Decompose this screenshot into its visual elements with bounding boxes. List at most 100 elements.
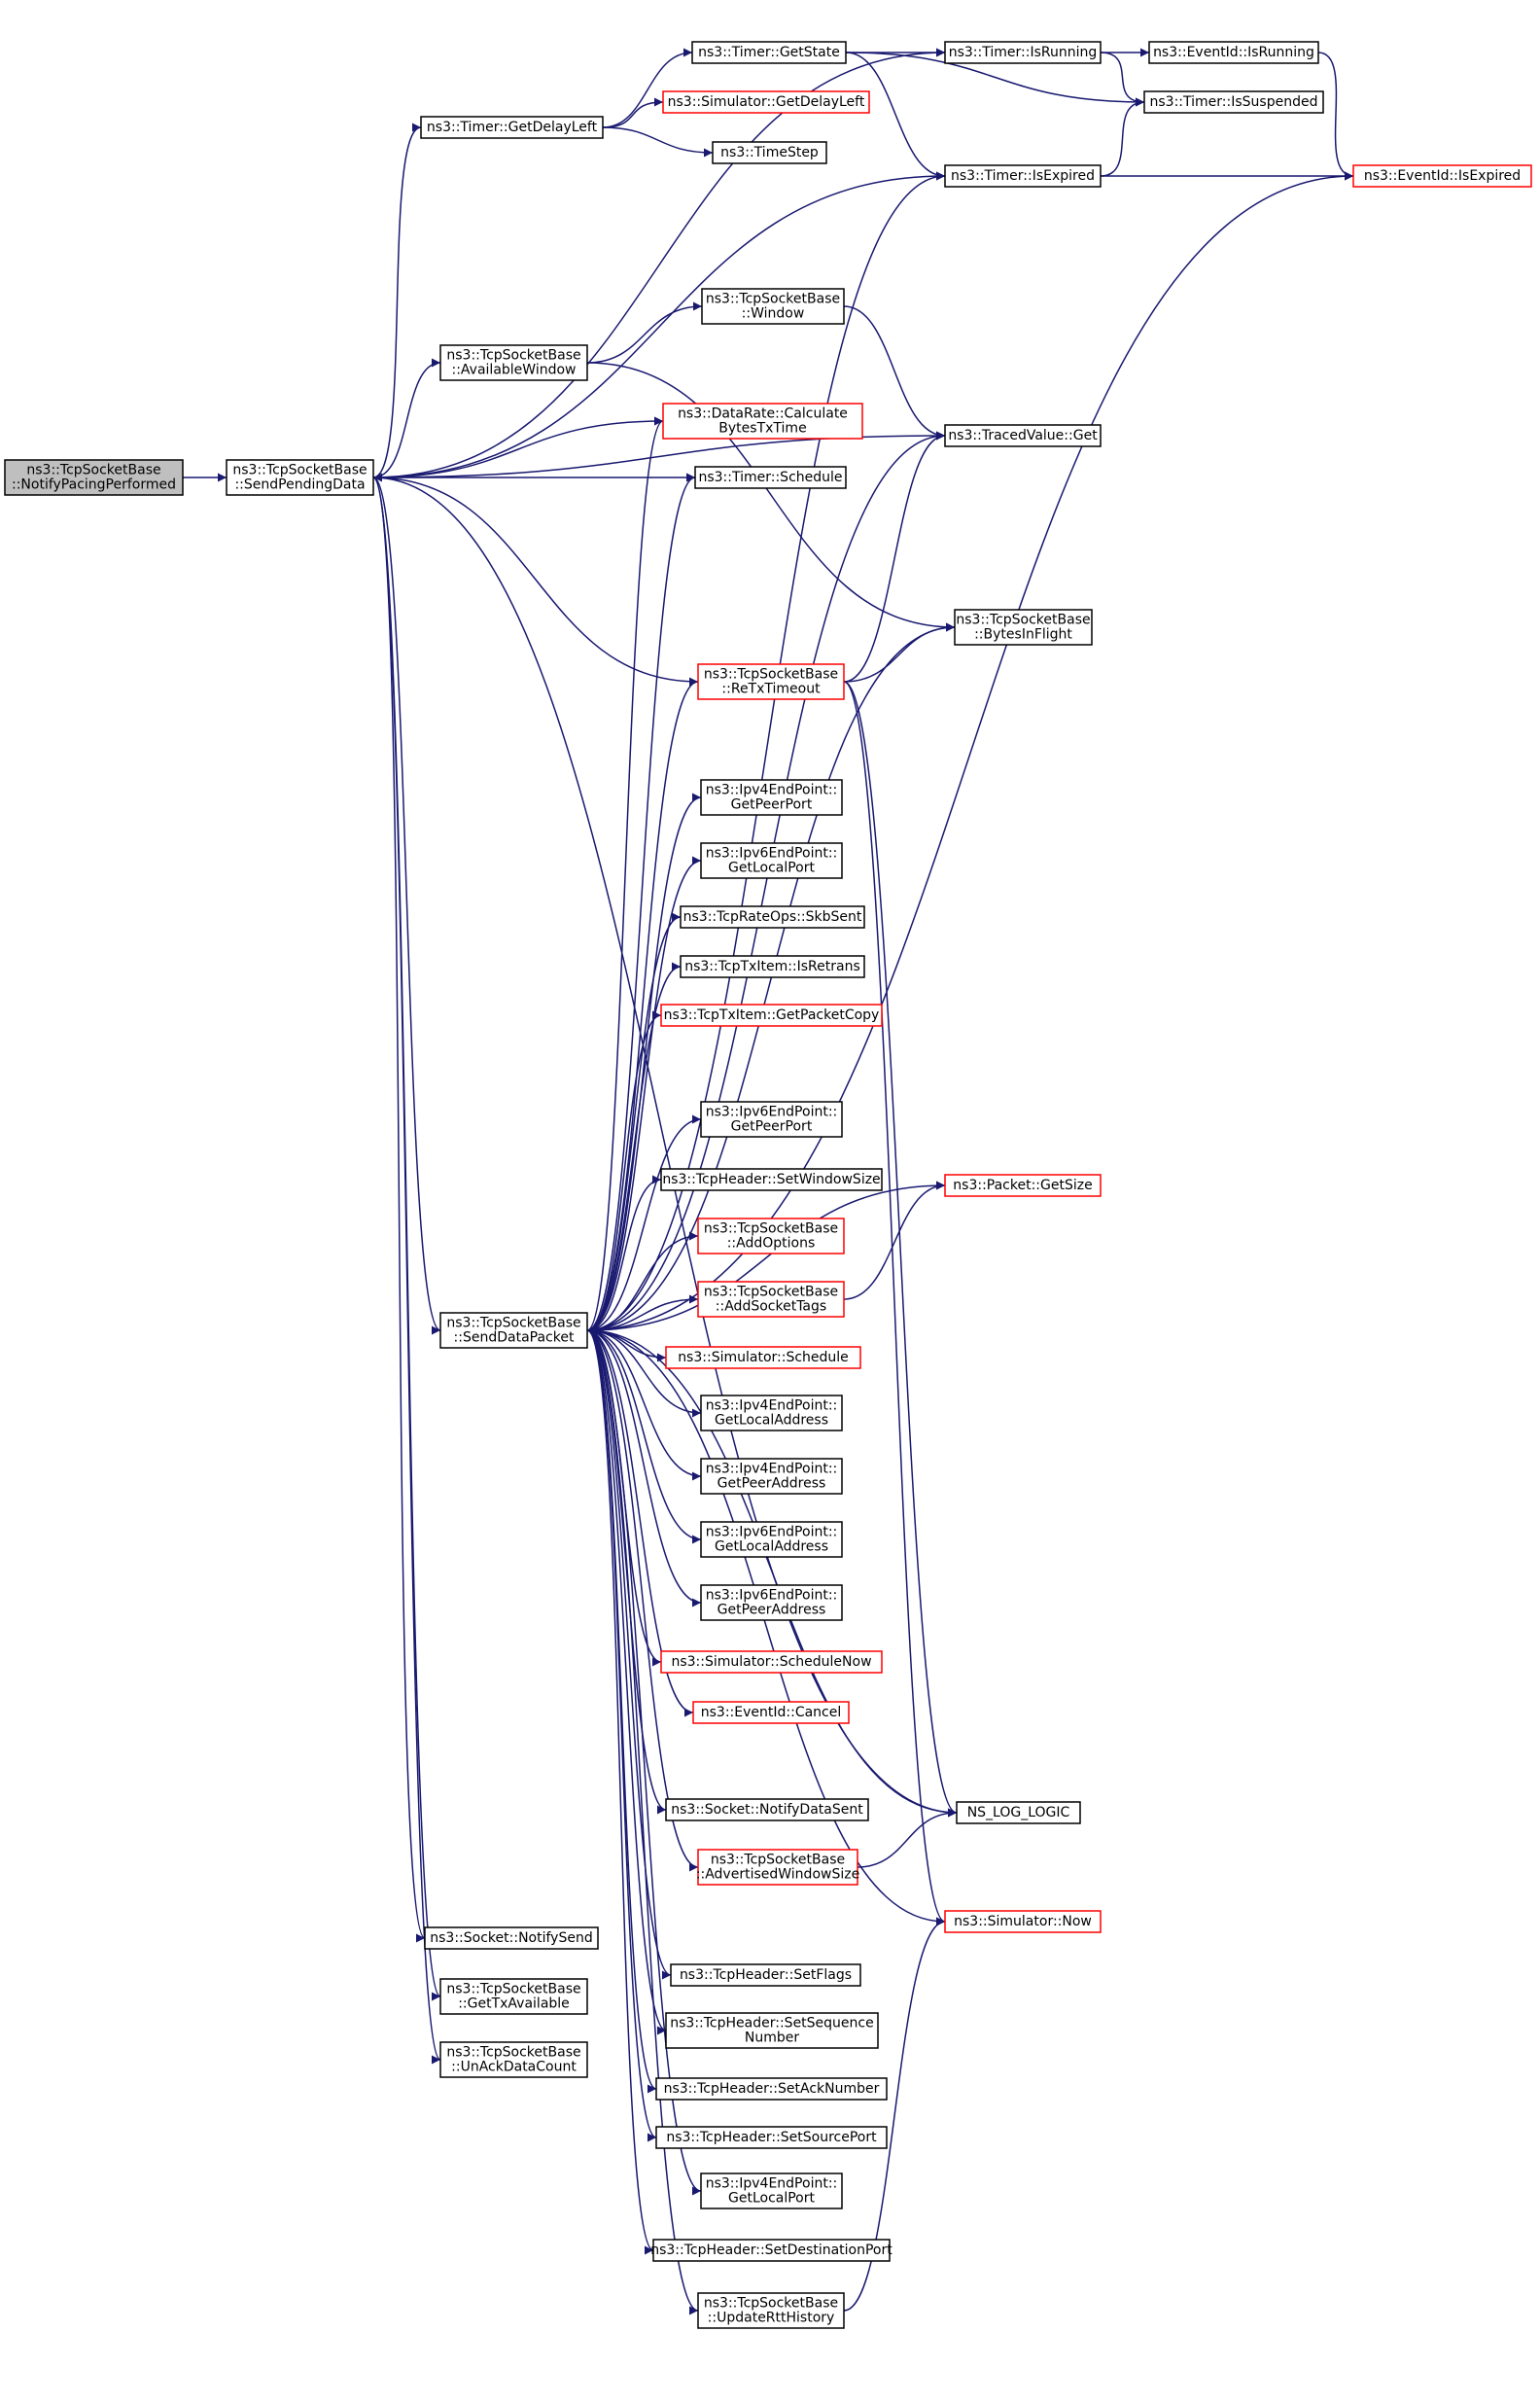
edge-getDelayLeft-to-getState — [602, 48, 693, 128]
edge-sendPending-to-getDelayLeft — [372, 123, 422, 478]
graph-node-ip4PeerPort[interactable]: ns3::Ipv4EndPoint::GetPeerPort — [700, 779, 843, 816]
graph-node-setFlags[interactable]: ns3::TcpHeader::SetFlags — [670, 1963, 861, 1987]
graph-node-getState[interactable]: ns3::Timer::GetState — [691, 41, 847, 64]
node-label: ns3::Timer::GetState — [698, 45, 840, 60]
node-box — [660, 1168, 883, 1191]
graph-node-getTxAvail[interactable]: ns3::TcpSocketBase::GetTxAvailable — [439, 1978, 588, 2015]
edge-sendPending-to-availWin — [372, 358, 441, 478]
graph-node-addSocketTags[interactable]: ns3::TcpSocketBase::AddSocketTags — [697, 1281, 845, 1318]
node-label: ns3::TcpTxItem::IsRetrans — [684, 959, 860, 974]
graph-node-sendDataPacket[interactable]: ns3::TcpSocketBase::SendDataPacket — [439, 1312, 588, 1349]
node-label: ::ReTxTimeout — [721, 682, 821, 697]
node-box — [697, 1849, 858, 1886]
graph-node-setAck[interactable]: ns3::TcpHeader::SetAckNumber — [655, 2077, 888, 2101]
node-box — [944, 1174, 1102, 1197]
node-label: GetLocalPort — [728, 861, 816, 876]
node-label: ns3::Ipv6EndPoint:: — [706, 846, 838, 862]
node-box — [712, 141, 827, 164]
graph-node-simNow[interactable]: ns3::Simulator::Now — [944, 1910, 1102, 1933]
graph-node-ip4LocalAddr[interactable]: ns3::Ipv4EndPoint::GetLocalAddress — [700, 1395, 843, 1431]
node-box — [439, 1312, 588, 1349]
node-label: ns3::TcpHeader::SetWindowSize — [662, 1172, 880, 1187]
graph-node-packetGetSize[interactable]: ns3::Packet::GetSize — [944, 1174, 1102, 1197]
edge-sendDataPacket-to-getPacketCopy — [586, 1010, 662, 1331]
graph-node-ip4LocalPort[interactable]: ns3::Ipv4EndPoint::GetLocalPort — [700, 2172, 843, 2209]
node-label: ns3::Timer::IsRunning — [949, 45, 1098, 60]
graph-node-notifyDataSent[interactable]: ns3::Socket::NotifyDataSent — [665, 1798, 869, 1821]
node-box — [700, 1521, 843, 1558]
graph-node-simGetDelayLeft[interactable]: ns3::Simulator::GetDelayLeft — [662, 90, 870, 114]
graph-node-root[interactable]: ns3::TcpSocketBase::NotifyPacingPerforme… — [4, 459, 184, 496]
graph-node-ip6LocalPort[interactable]: ns3::Ipv6EndPoint::GetLocalPort — [700, 842, 843, 879]
graph-node-reTx[interactable]: ns3::TcpSocketBase::ReTxTimeout — [697, 663, 845, 700]
graph-node-getDelayLeft[interactable]: ns3::Timer::GetDelayLeft — [420, 116, 604, 139]
graph-node-simSchedule[interactable]: ns3::Simulator::Schedule — [665, 1346, 861, 1369]
graph-node-skbSent[interactable]: ns3::TcpRateOps::SkbSent — [680, 905, 865, 929]
graph-node-setSrcPort[interactable]: ns3::TcpHeader::SetSourcePort — [655, 2126, 888, 2149]
graph-node-timerSchedule[interactable]: ns3::Timer::Schedule — [694, 466, 847, 489]
graph-node-evIsRunning[interactable]: ns3::EventId::IsRunning — [1148, 41, 1319, 64]
graph-node-window[interactable]: ns3::TcpSocketBase::Window — [701, 288, 845, 325]
node-box — [680, 905, 865, 929]
node-label: ns3::TcpSocketBase — [446, 1982, 580, 1997]
node-box — [665, 2012, 879, 2049]
graph-node-tracedGet[interactable]: ns3::TracedValue::Get — [944, 424, 1102, 447]
node-box — [660, 1650, 883, 1674]
graph-node-timeStep[interactable]: ns3::TimeStep — [712, 141, 827, 164]
graph-node-evCancel[interactable]: ns3::EventId::Cancel — [692, 1701, 850, 1724]
edge-window-to-tracedGet — [843, 305, 946, 441]
node-label: BytesTxTime — [718, 421, 806, 437]
node-label: ns3::TcpRateOps::SkbSent — [683, 909, 862, 925]
node-box — [1143, 90, 1324, 114]
edge-sendDataPacket-to-ip6PeerPort — [586, 1114, 702, 1331]
graph-node-ip6LocalAddr[interactable]: ns3::Ipv6EndPoint::GetLocalAddress — [700, 1521, 843, 1558]
graph-node-isSuspended[interactable]: ns3::Timer::IsSuspended — [1143, 90, 1324, 114]
graph-node-updateRtt[interactable]: ns3::TcpSocketBase::UpdateRttHistory — [697, 2292, 845, 2329]
graph-node-ip6PeerAddr[interactable]: ns3::Ipv6EndPoint::GetPeerAddress — [700, 1584, 843, 1621]
graph-node-bytesInFlight[interactable]: ns3::TcpSocketBase::BytesInFlight — [954, 609, 1093, 646]
graph-node-getPacketCopy[interactable]: ns3::TcpTxItem::GetPacketCopy — [660, 1004, 883, 1027]
edge-sendDataPacket-to-calcBytes — [586, 416, 664, 1331]
node-label: ns3::TracedValue::Get — [948, 428, 1098, 443]
node-label: ns3::TcpTxItem::GetPacketCopy — [664, 1007, 880, 1023]
graph-node-isExpired[interactable]: ns3::Timer::IsExpired — [944, 164, 1102, 188]
node-label: ns3::Simulator::ScheduleNow — [671, 1654, 871, 1670]
graph-node-addOptions[interactable]: ns3::TcpSocketBase::AddOptions — [697, 1218, 845, 1254]
graph-node-evIsExpired[interactable]: ns3::EventId::IsExpired — [1352, 164, 1532, 188]
edge-reTx-to-sendPending — [372, 473, 699, 683]
edge-getDelayLeft-to-simGetDelayLeft — [602, 97, 664, 128]
edge-sendDataPacket-to-isRetrans — [586, 962, 682, 1331]
node-label: ns3::TcpSocketBase — [706, 292, 840, 307]
node-label: ::GetTxAvailable — [458, 1996, 570, 2012]
graph-node-advWinSize[interactable]: ns3::TcpSocketBase::AdvertisedWindowSize — [696, 1849, 859, 1886]
graph-node-sendPending[interactable]: ns3::TcpSocketBase::SendPendingData — [226, 459, 374, 496]
graph-node-notifySend[interactable]: ns3::Socket::NotifySend — [424, 1926, 599, 1950]
node-label: ns3::TcpSocketBase — [446, 348, 580, 364]
edge-sendDataPacket-to-ip4LocalPort — [586, 1329, 702, 2196]
node-label: ::AdvertisedWindowSize — [696, 1867, 859, 1883]
edge-updateRtt-to-simNow — [843, 1917, 946, 2312]
graph-node-nsLogLogic[interactable]: NS_LOG_LOGIC — [956, 1801, 1081, 1824]
node-label: ns3::Ipv6EndPoint:: — [706, 1105, 838, 1120]
edge-sendDataPacket-to-advWinSize — [586, 1329, 699, 1872]
node-label: ns3::TcpSocketBase — [446, 1316, 580, 1331]
graph-node-availWin[interactable]: ns3::TcpSocketBase::AvailableWindow — [439, 344, 588, 381]
graph-node-setDstPort[interactable]: ns3::TcpHeader::SetDestinationPort — [650, 2239, 892, 2262]
node-box — [665, 1798, 869, 1821]
node-box — [697, 663, 845, 700]
edge-availWin-to-window — [586, 301, 703, 364]
graph-node-unAck[interactable]: ns3::TcpSocketBase::UnAckDataCount — [439, 2041, 588, 2078]
graph-node-isRetrans[interactable]: ns3::TcpTxItem::IsRetrans — [680, 955, 865, 978]
node-label: ns3::Timer::Schedule — [698, 470, 842, 485]
graph-node-ip4PeerAddr[interactable]: ns3::Ipv4EndPoint::GetPeerAddress — [700, 1458, 843, 1495]
graph-node-setWindowSize[interactable]: ns3::TcpHeader::SetWindowSize — [660, 1168, 883, 1191]
edge-sendPending-to-isExpired — [372, 171, 946, 478]
graph-node-isRunning[interactable]: ns3::Timer::IsRunning — [944, 41, 1102, 64]
edge-evIsRunning-to-evIsExpired — [1317, 52, 1354, 181]
graph-node-scheduleNow[interactable]: ns3::Simulator::ScheduleNow — [660, 1650, 883, 1674]
edge-sendDataPacket-to-tracedGet — [586, 431, 946, 1331]
graph-node-ip6PeerPort[interactable]: ns3::Ipv6EndPoint::GetPeerPort — [700, 1101, 843, 1138]
node-label: ns3::Ipv4EndPoint:: — [706, 1462, 838, 1477]
